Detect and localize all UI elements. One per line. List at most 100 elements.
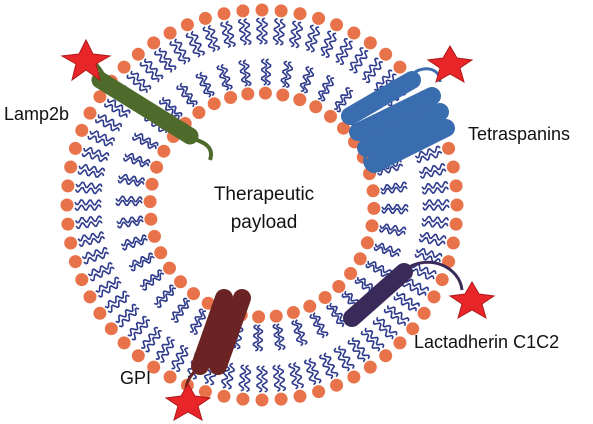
lipid-tail xyxy=(98,280,122,298)
lipid-tail xyxy=(74,199,102,206)
lipid-tail xyxy=(299,66,311,93)
lipid-tail xyxy=(293,361,304,389)
lipid-tail xyxy=(378,227,406,237)
lipid-tail xyxy=(386,305,410,322)
lipid-tail xyxy=(139,61,160,83)
lipid-head xyxy=(131,349,145,363)
lipid-tail xyxy=(326,304,345,328)
lipid-tail xyxy=(383,308,406,326)
lipid-head xyxy=(406,322,420,336)
lipid-tail xyxy=(339,40,353,65)
lipid-head xyxy=(293,93,307,107)
lipid-head xyxy=(330,18,344,32)
lipid-head xyxy=(83,290,97,304)
lipid-tail xyxy=(374,242,401,254)
lipid-head xyxy=(198,11,212,25)
lipid-head xyxy=(442,255,456,269)
lipid-tail xyxy=(170,297,188,321)
lipid-head xyxy=(293,389,307,403)
lipid-tail xyxy=(74,215,103,224)
lipid-tail xyxy=(372,320,394,340)
lipid-tail xyxy=(75,220,103,230)
lipid-head xyxy=(363,360,377,374)
lipid-tail xyxy=(414,145,441,159)
lipid-head xyxy=(83,106,97,120)
lipid-tail xyxy=(320,30,332,57)
lipid-tail xyxy=(410,263,437,275)
lipid-head xyxy=(198,385,212,399)
lipid-head xyxy=(367,201,381,215)
lipid-tail xyxy=(272,323,282,351)
lipid-tail xyxy=(404,278,429,291)
lipid-head xyxy=(255,393,269,407)
lipid-tail xyxy=(276,323,286,351)
lipid-tail xyxy=(335,38,348,63)
lipid-head xyxy=(252,310,266,324)
lipid-tail xyxy=(360,330,381,352)
lipid-tail xyxy=(77,169,105,178)
lipid-tail xyxy=(104,103,128,118)
lipid-head xyxy=(241,87,255,101)
lipid-tail xyxy=(123,156,150,168)
lipid-tail xyxy=(365,61,383,84)
lipid-tail xyxy=(280,60,290,88)
lipid-head xyxy=(64,160,78,174)
lipid-head xyxy=(417,306,431,320)
lipid-head xyxy=(318,291,332,304)
lipid-head xyxy=(147,360,161,374)
lipid-tail xyxy=(153,284,174,306)
lipid-head xyxy=(427,290,441,304)
lipid-tail xyxy=(195,73,212,98)
lipid-tail xyxy=(303,67,315,94)
lipid-tail xyxy=(419,168,447,179)
lipid-tail xyxy=(87,135,114,147)
lipid-tail xyxy=(169,41,187,65)
lipid-tail xyxy=(216,64,230,91)
lipid-tail xyxy=(419,232,447,241)
lipid-tail xyxy=(277,364,287,392)
lipid-tail xyxy=(312,312,329,337)
lipid-tail xyxy=(189,308,203,333)
lipid-tail xyxy=(379,223,407,233)
lipid-tail xyxy=(293,21,304,49)
lipid-tail xyxy=(237,18,247,46)
lipid-tail xyxy=(130,70,152,90)
lipid-head xyxy=(286,306,300,319)
lipid-head xyxy=(60,198,74,212)
lipid-tail xyxy=(402,282,427,296)
lipid-tail xyxy=(171,345,185,370)
lipid-head xyxy=(363,36,377,50)
lipid-tail xyxy=(294,319,308,346)
lipid-tail xyxy=(202,26,216,53)
lipid-head xyxy=(269,309,283,323)
lipid-head xyxy=(163,261,176,275)
lipid-head xyxy=(393,336,407,350)
lipid-tail xyxy=(381,207,409,215)
lipid-tail xyxy=(347,339,366,363)
lactadherin-label: Lactadherin C1C2 xyxy=(414,332,559,352)
lipid-tail xyxy=(115,195,143,203)
lipid-head xyxy=(347,26,361,40)
lipid-tail xyxy=(242,59,252,87)
lipid-head xyxy=(163,370,177,384)
lipid-tail xyxy=(238,59,248,87)
lipid-tail xyxy=(220,63,233,90)
lipid-head xyxy=(365,219,379,233)
lipid-tail xyxy=(351,337,371,360)
lipid-head xyxy=(236,392,250,406)
lipid-tail xyxy=(174,38,191,63)
lipid-head xyxy=(157,144,171,158)
lipid-head xyxy=(224,91,238,104)
gpi-star-icon xyxy=(164,383,212,422)
lipid-head xyxy=(276,88,290,102)
lipid-tail xyxy=(418,236,446,247)
lipid-tail xyxy=(261,365,268,393)
lipid-tail xyxy=(176,347,189,372)
lipid-head xyxy=(274,4,288,18)
lipid-tail xyxy=(318,354,334,380)
lipid-tail xyxy=(120,234,147,247)
lipid-head xyxy=(148,229,161,243)
tetraspanin-star-icon xyxy=(426,45,474,84)
lipid-tail xyxy=(416,247,443,259)
lipid-head xyxy=(255,3,269,17)
